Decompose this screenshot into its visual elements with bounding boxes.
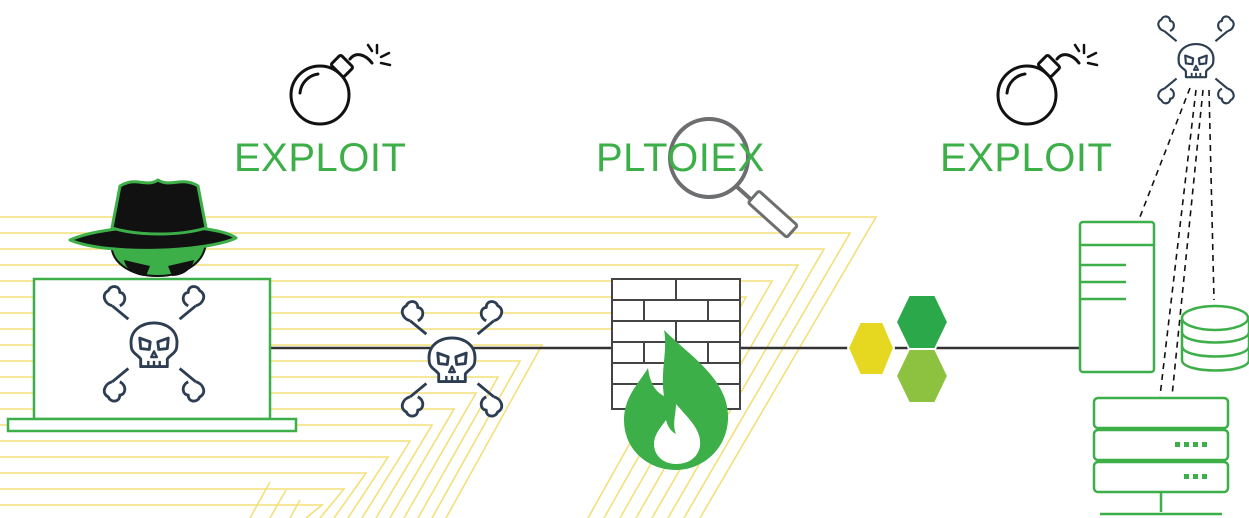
exploit-label: EXPLOIT (940, 136, 1113, 180)
scrambled-exploit-label: PLTOIEX (596, 136, 765, 180)
bomb-icon (996, 43, 1099, 126)
fire-icon (624, 330, 729, 470)
server-rack-icon (1092, 396, 1230, 516)
server-tower-icon (1078, 220, 1156, 374)
database-icon (1180, 304, 1249, 372)
hacker-hat-icon (68, 178, 238, 277)
dashed-connector-lines (1137, 87, 1215, 397)
bomb-icon (289, 43, 392, 126)
exploit-label: EXPLOIT (234, 136, 407, 180)
magnifier-icon (668, 117, 799, 239)
skull-crossbones-icon (400, 300, 504, 418)
hexagon-cluster-icon (846, 294, 950, 404)
